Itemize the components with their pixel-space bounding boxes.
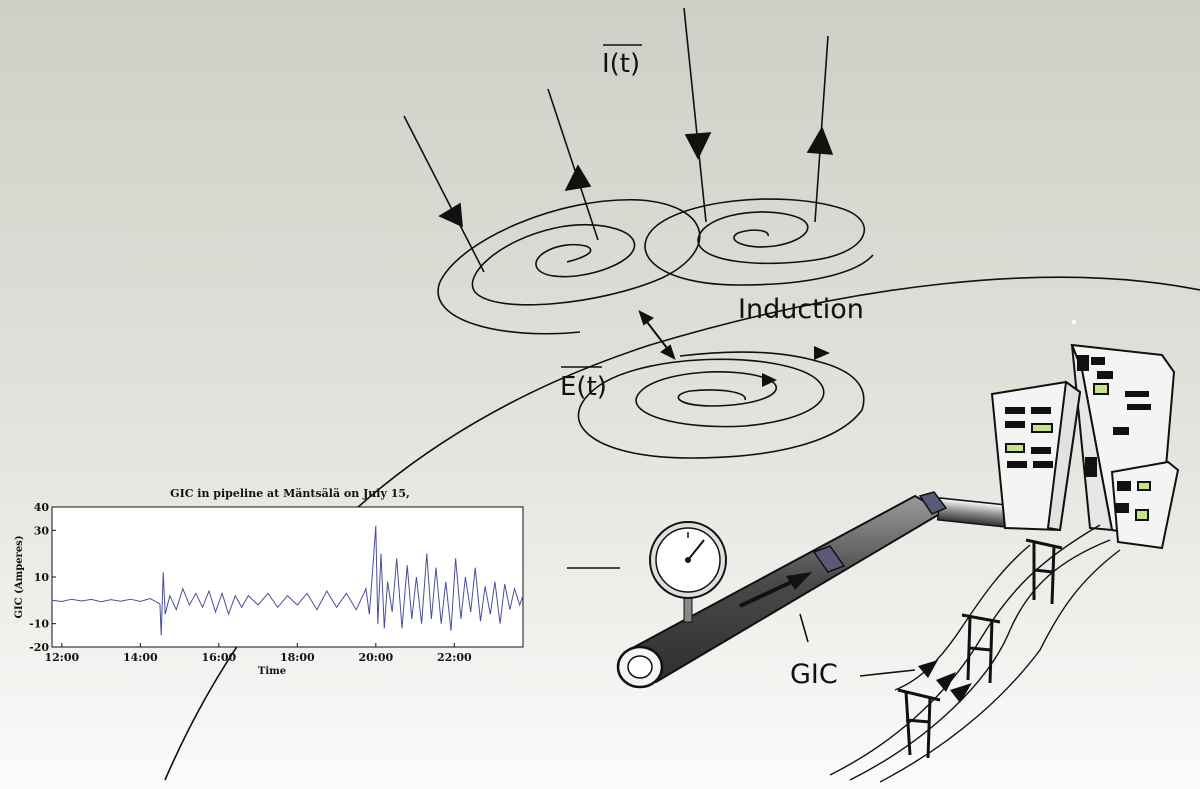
- current-lines: [403, 7, 834, 273]
- current-spiral-right: [644, 198, 874, 286]
- buildings-icon: [990, 320, 1180, 550]
- x-tick-label: 12:00: [44, 651, 79, 664]
- power-arrow-icons: [918, 660, 972, 703]
- chart-title: GIC in pipeline at Mäntsälä on July 15,: [170, 487, 410, 500]
- field-spiral: [577, 351, 865, 459]
- induction-label: Induction: [738, 294, 864, 325]
- chart-xlabel: Time: [258, 666, 286, 677]
- y-tick-label: 10: [34, 571, 50, 584]
- field-label: E(t): [560, 372, 607, 402]
- x-tick-label: 18:00: [280, 651, 315, 664]
- gic-series-line: [51, 525, 524, 636]
- x-tick-label: 20:00: [358, 651, 393, 664]
- gic-pointer-pipe: [799, 613, 809, 643]
- field-arrows: [762, 346, 830, 387]
- current-arrow-icon: [786, 572, 812, 590]
- power-lines: [829, 524, 1121, 783]
- x-tick-label: 14:00: [123, 651, 158, 664]
- x-tick-label: 22:00: [437, 651, 472, 664]
- y-tick-label: 40: [34, 501, 50, 514]
- current-spiral-left: [437, 199, 701, 335]
- gic-pointer-line: [859, 669, 916, 677]
- y-tick-label: 30: [34, 524, 50, 537]
- pipeline: [616, 491, 1011, 689]
- pressure-gauge-icon: [649, 521, 727, 623]
- chart-ylabel: GIC (Amperes): [14, 535, 25, 618]
- power-towers-icon: [897, 538, 1063, 759]
- y-tick-label: -20: [29, 641, 49, 654]
- x-tick-label: 16:00: [201, 651, 236, 664]
- gic-chart: GIC in pipeline at Mäntsälä on July 15, …: [14, 487, 524, 677]
- current-label: I(t): [602, 49, 640, 79]
- gic-label: GIC: [790, 659, 838, 690]
- y-tick-label: -10: [29, 618, 49, 631]
- induction-arrow: [638, 310, 676, 360]
- chart-plot-area: [51, 506, 524, 648]
